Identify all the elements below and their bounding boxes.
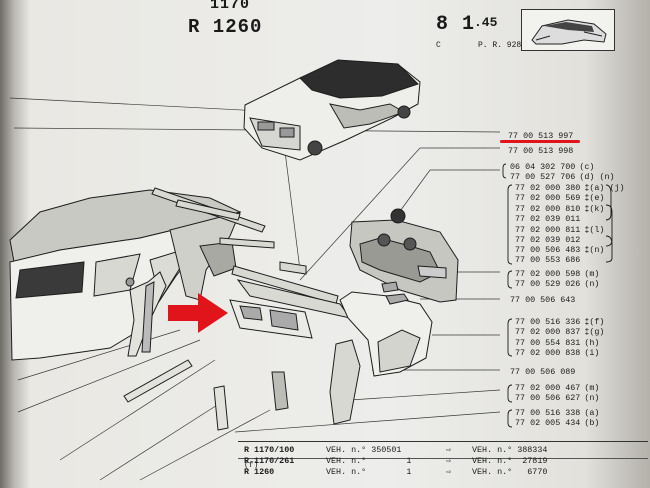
part-code: 77 02 000 838 — [515, 348, 581, 358]
part-annotation: (c) — [579, 162, 595, 172]
model-number-top: 1170 — [210, 0, 251, 13]
part-row: 77 02 000 598(m) — [515, 269, 599, 279]
part-code: 77 02 000 811 — [515, 225, 581, 235]
part-code: 77 00 516 336 — [515, 317, 581, 327]
vehicle-model: R 1170/100 — [244, 445, 295, 455]
vehicle-row: R 1170/100 VEH. n.° 350501 ⇨ VEH. n.° 38833… — [238, 444, 547, 455]
part-code: 77 00 527 706 — [510, 172, 576, 182]
part-code: 77 00 506 089 — [510, 367, 576, 377]
arrow-right-icon: ⇨ — [446, 467, 452, 477]
part-code: 77 00 506 643 — [510, 295, 576, 305]
part-code: 77 02 000 569 — [515, 193, 581, 203]
part-row: 77 00 506 627(n) — [515, 393, 599, 403]
part-row: 77 02 000 837‡(g) — [515, 327, 604, 337]
part-annotation: (b) — [584, 418, 600, 428]
part-annotation: ‡(n) — [584, 245, 605, 255]
part-row: 77 00 529 026(n) — [515, 279, 599, 289]
part-annotation: ‡(k) — [584, 204, 605, 214]
part-row: 77 00 506 483‡(n) — [515, 245, 604, 255]
vehicle-to: VEH. n.° 388334 — [472, 445, 548, 455]
part-annotation: (i) — [584, 348, 600, 358]
part-annotation: (d) (n) — [579, 172, 615, 182]
vehicle-model: R 1260 — [244, 467, 275, 477]
part-row: 77 02 039 012 — [515, 235, 584, 245]
part-row: 77 02 000 467(m) — [515, 383, 599, 393]
vehicle-from: VEH. n.° 350501 — [326, 445, 402, 455]
vehicle-to: VEH. n.° 6770 — [472, 467, 548, 477]
part-code: 77 02 000 810 — [515, 204, 581, 214]
part-row: 77 00 527 706(d) (n) — [510, 172, 615, 182]
vehicle-table-mark: (f) — [244, 461, 259, 470]
vehicle-model: R 1170/261 — [244, 456, 295, 466]
table-rule-top — [238, 441, 648, 442]
part-annotation: (n) — [584, 279, 600, 289]
part-row: 77 02 005 434(b) — [515, 418, 599, 428]
part-row: 06 04 302 700(c) — [510, 162, 594, 172]
part-code: 77 02 039 011 — [515, 214, 581, 224]
column-c-label: C — [436, 41, 441, 50]
vehicle-from: VEH. n.° 1 — [326, 456, 412, 466]
part-code: 77 00 506 483 — [515, 245, 581, 255]
vehicle-row: R 1170/261 VEH. n.° 1 ⇨ VEH. n.° 27819 — [238, 455, 547, 466]
vehicle-to: VEH. n.° 27819 — [472, 456, 548, 466]
arrow-right-icon: ⇨ — [446, 456, 452, 466]
part-annotation: (m) — [584, 383, 600, 393]
part-row: 77 02 000 810‡(k) — [515, 204, 604, 214]
arrow-right-icon: ⇨ — [446, 445, 452, 455]
part-annotation: ‡(a) (j) — [584, 183, 625, 193]
part-code: 77 02 039 012 — [515, 235, 581, 245]
part-row: 77 02 000 380‡(a) (j) — [515, 183, 625, 193]
part-row: 77 02 000 811‡(l) — [515, 225, 604, 235]
part-annotation: (a) — [584, 408, 600, 418]
part-code: 77 00 529 026 — [515, 279, 581, 289]
part-code: 77 00 513 997 — [508, 131, 574, 141]
part-annotation: ‡(e) — [584, 193, 605, 203]
part-row: 77 02 000 838(i) — [515, 348, 599, 358]
part-row: 77 00 513 997 — [508, 131, 577, 141]
part-annotation: ‡(g) — [584, 327, 605, 337]
part-row: 77 00 554 831(h) — [515, 338, 599, 348]
part-row: 77 00 553 686 — [515, 255, 584, 265]
part-code: 77 00 516 338 — [515, 408, 581, 418]
part-code: 77 00 513 998 — [508, 146, 574, 156]
part-row: 77 00 513 998 — [508, 146, 577, 156]
table-rule-mid — [238, 458, 648, 459]
part-row: 77 00 506 089 — [510, 367, 579, 377]
part-row: 77 02 000 569‡(e) — [515, 193, 604, 203]
part-code: 77 02 000 467 — [515, 383, 581, 393]
part-code: 77 02 000 837 — [515, 327, 581, 337]
part-row: 77 00 506 643 — [510, 295, 579, 305]
part-code: 77 02 000 380 — [515, 183, 581, 193]
part-code: 77 02 005 434 — [515, 418, 581, 428]
part-code: 77 00 506 627 — [515, 393, 581, 403]
part-row: 77 00 516 338(a) — [515, 408, 599, 418]
vehicle-row: R 1260 VEH. n.° 1 ⇨ VEH. n.° 6770 — [238, 466, 547, 477]
part-code: 77 00 553 686 — [515, 255, 581, 265]
part-row: 77 02 039 011 — [515, 214, 584, 224]
pr-reference: P. R. 928 — [478, 41, 522, 50]
part-annotation: ‡(l) — [584, 225, 605, 235]
part-annotation: (n) — [584, 393, 600, 403]
part-code: 77 02 000 598 — [515, 269, 581, 279]
section-subnumber: .45 — [474, 15, 498, 30]
part-row: 77 00 516 336‡(f) — [515, 317, 604, 327]
vehicle-from: VEH. n.° 1 — [326, 467, 412, 477]
section-number: 8 1 — [436, 13, 476, 36]
car-body-thumbnail-icon — [521, 9, 615, 51]
red-arrow-icon — [168, 293, 228, 333]
part-annotation: (m) — [584, 269, 600, 279]
part-code: 77 00 554 831 — [515, 338, 581, 348]
part-annotation: (h) — [584, 338, 600, 348]
highlight-underline — [500, 140, 580, 143]
part-annotation: ‡(f) — [584, 317, 605, 327]
model-title: R 1260 — [188, 16, 263, 38]
part-code: 06 04 302 700 — [510, 162, 576, 172]
